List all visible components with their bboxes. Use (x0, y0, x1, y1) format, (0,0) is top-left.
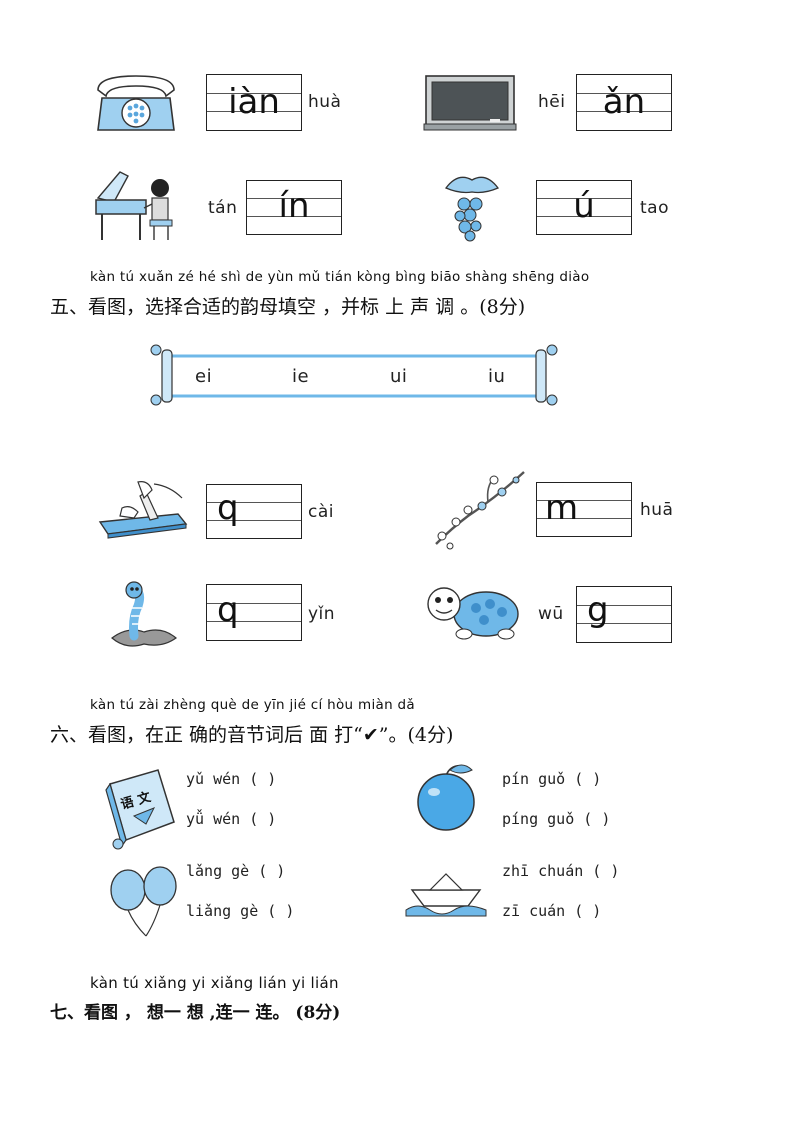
option-zhichuan-1[interactable]: zhī chuán ( ) (502, 862, 620, 880)
option-yuwen-2[interactable]: yǚ wén ( ) (186, 810, 277, 828)
pinyin-label: huà (308, 92, 342, 112)
writing-box-gui[interactable]: g (576, 586, 672, 643)
blackboard-icon (423, 75, 517, 131)
banner-option: ui (390, 366, 408, 387)
option-zhichuan-2[interactable]: zī cuán ( ) (502, 902, 602, 920)
book-icon (105, 769, 175, 850)
section5-heading: 五、看图，选择合适的韵母填空 ，并标 上 声 调 。(8分) (50, 296, 526, 318)
writing-box-grapes[interactable]: ú (536, 180, 632, 235)
pinyin-label: tán (208, 198, 238, 218)
section7-heading: 七、看图 ， 想一 想 ,连一 连。 (8分) (50, 1003, 341, 1023)
telephone-icon (97, 75, 175, 131)
box-text: m (545, 488, 579, 528)
option-yuwen-1[interactable]: yǔ wén ( ) (186, 770, 277, 788)
pinyin-label: huā (640, 500, 674, 520)
blossom-branch-icon (435, 471, 525, 550)
box-text: ín (278, 186, 310, 226)
writing-box-qiu[interactable]: q (206, 584, 302, 641)
writing-box-piano[interactable]: ín (246, 180, 342, 235)
box-text: g (587, 590, 609, 630)
banner-option: ei (195, 366, 213, 387)
banner-option: iu (488, 366, 506, 387)
piano-icon (95, 171, 173, 240)
grapes-icon (444, 176, 500, 242)
section6-heading: 六、看图，在正 确的音节词后 面 打“✔”。(4分) (50, 724, 454, 746)
pinyin-label: cài (308, 502, 334, 522)
balloons-icon (110, 866, 177, 937)
section5-ruby: kàn tú xuǎn zé hé shì de yùn mǔ tián kòn… (90, 269, 590, 285)
knife-cutting-icon (98, 481, 188, 539)
writing-box-mei[interactable]: m (536, 482, 632, 537)
box-text: q (217, 488, 239, 528)
banner-option: ie (292, 366, 310, 387)
box-text: ǎn (602, 82, 646, 122)
pinyin-label: wū (538, 604, 564, 624)
writing-box-telephone[interactable]: iàn (206, 74, 302, 131)
apple-icon (417, 764, 475, 831)
scroll-banner (150, 344, 558, 406)
worm-icon (111, 581, 177, 647)
section7-ruby: kàn tú xiǎng yi xiǎng lián yi lián (90, 974, 339, 992)
pinyin-label: hēi (538, 92, 566, 112)
option-lianggui-2[interactable]: liǎng gè ( ) (186, 902, 295, 920)
pinyin-label: yǐn (308, 604, 336, 624)
writing-box-blackboard[interactable]: ǎn (576, 74, 672, 131)
paper-boat-icon (405, 873, 487, 917)
option-pingguo-1[interactable]: pín guǒ ( ) (502, 770, 602, 788)
pinyin-label: tao (640, 198, 669, 218)
option-lianggui-1[interactable]: lǎng gè ( ) (186, 862, 286, 880)
writing-box-cai[interactable]: q (206, 484, 302, 539)
section6-ruby: kàn tú zài zhèng què de yīn jié cí hòu m… (90, 697, 415, 713)
turtle-icon (427, 587, 519, 640)
option-pingguo-2[interactable]: píng guǒ ( ) (502, 810, 611, 828)
box-text: q (217, 590, 239, 630)
box-text: iàn (228, 82, 280, 122)
box-text: ú (573, 186, 595, 226)
